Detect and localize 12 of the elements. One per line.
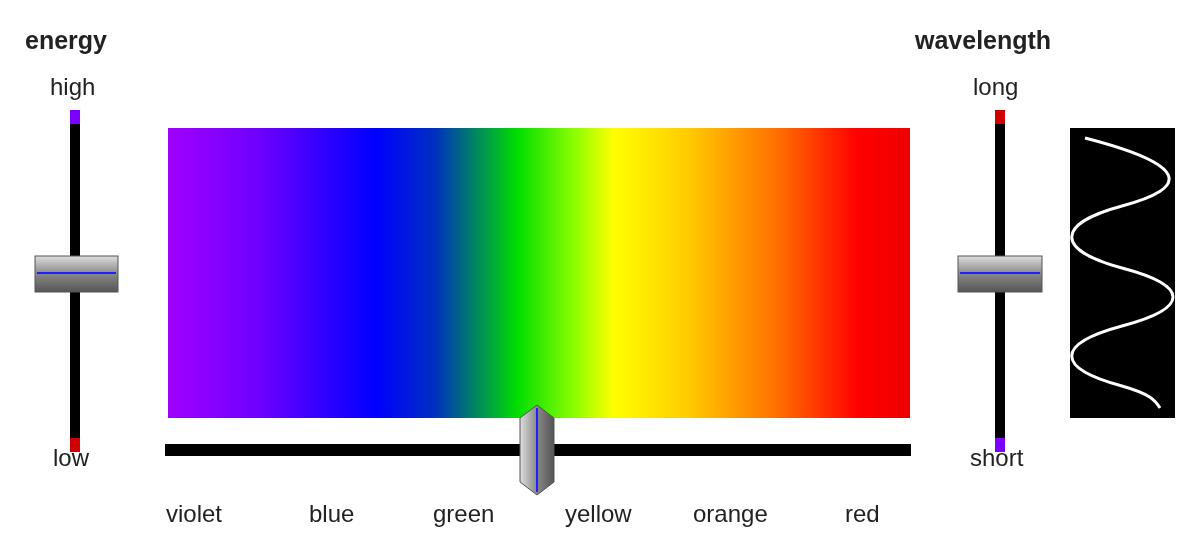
heading: wavelength [915,28,1052,53]
scale-label: long [973,75,1019,99]
color-label: orange [693,502,768,526]
color-label: green [433,502,495,526]
scale-label: low [53,446,89,470]
color-label: blue [309,502,355,526]
color-label: violet [166,502,223,526]
color-label: yellow [565,502,632,526]
heading: energy [25,28,107,53]
scale-label: high [50,75,96,99]
scale-label: short [970,446,1024,470]
color-label: red [845,502,880,526]
